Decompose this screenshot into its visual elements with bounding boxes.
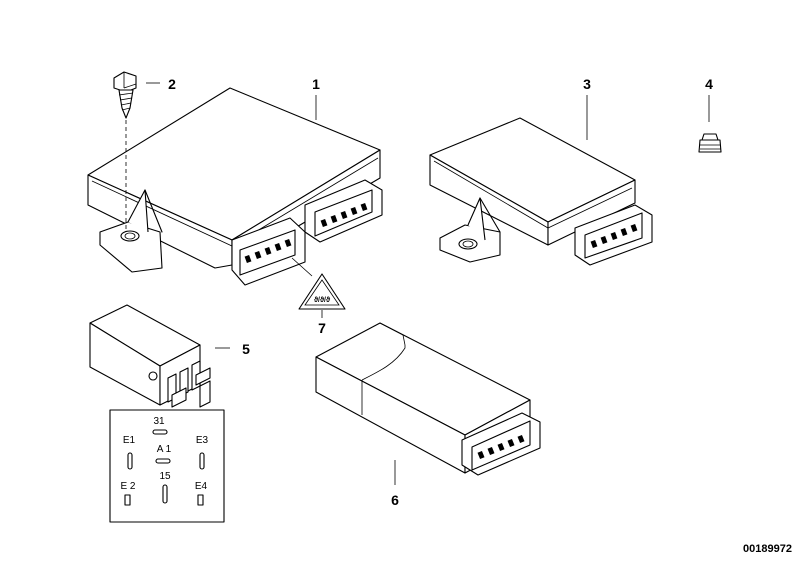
pin-label-31: 31 [153,416,165,427]
part-3-connector [574,204,653,266]
part-6-connector [461,412,541,476]
document-id: 00189972 [743,543,792,555]
part-7-warning-label: ϑ/ϑ/ϑ [291,257,346,318]
callout-1: 1 [312,76,320,92]
pin-label-e1: E1 [123,435,136,446]
callout-4: 4 [705,76,713,92]
part-5-relay [89,304,230,408]
part-1-connector-b [304,179,383,243]
part-4-cap [698,95,722,153]
part-1-connector-a [231,217,306,286]
pin-label-15: 15 [159,471,171,482]
callout-2: 2 [168,76,176,92]
pin-label-e3: E3 [196,435,209,446]
part-2-screw [113,71,160,232]
part-6-module [315,322,541,485]
pin-label-e4: E4 [195,481,208,492]
warning-label-text: ϑ/ϑ/ϑ [314,297,331,304]
relay-pin-layout: 31 E1 A 1 E3 E 2 15 E4 [109,409,225,523]
callout-5: 5 [242,341,250,357]
callout-6: 6 [391,492,399,508]
pin-label-e2: E 2 [120,481,135,492]
part-3-module [429,95,653,266]
callout-3: 3 [583,76,591,92]
pin-label-a1: A 1 [157,444,172,455]
callout-7: 7 [318,320,326,336]
part-1-control-unit [87,87,383,286]
